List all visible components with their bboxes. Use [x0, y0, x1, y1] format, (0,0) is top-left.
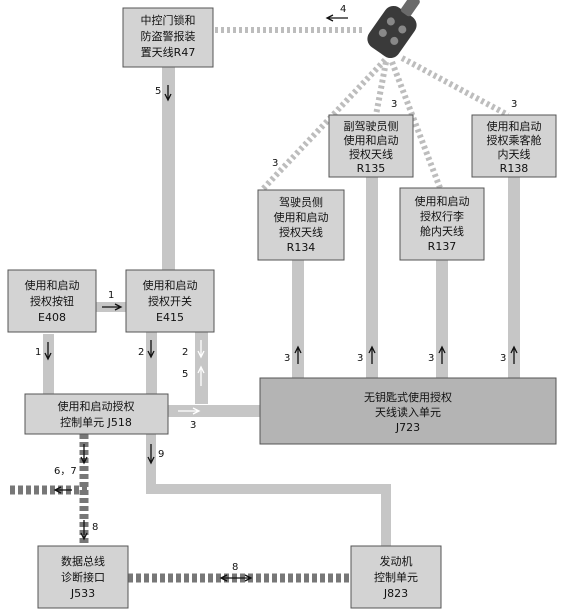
svg-text:授权乘客舱: 授权乘客舱	[487, 133, 542, 147]
svg-text:授权天线: 授权天线	[349, 147, 393, 161]
label-1-right: 1	[108, 290, 114, 301]
svg-text:中控门锁和: 中控门锁和	[141, 13, 196, 27]
svg-text:E408: E408	[38, 311, 66, 324]
box-diag-interface: 数据总线 诊断接口 J533	[37, 545, 129, 609]
svg-text:授权天线: 授权天线	[279, 225, 323, 239]
svg-text:控制单元 J518: 控制单元 J518	[60, 415, 132, 429]
svg-text:使用和启动授权: 使用和启动授权	[58, 399, 135, 413]
label-8-bus: 8	[232, 562, 238, 573]
label-3-r135: 3	[357, 353, 363, 364]
svg-text:诊断接口: 诊断接口	[61, 570, 105, 584]
label-8-down: 8	[92, 522, 98, 533]
svg-text:置天线R47: 置天线R47	[141, 45, 196, 59]
box-passenger-antenna: 副驾驶员侧 使用和启动 授权天线 R135	[328, 114, 414, 178]
svg-text:使用和启动: 使用和启动	[415, 195, 470, 208]
svg-text:授权开关: 授权开关	[148, 294, 192, 308]
svg-text:E415: E415	[156, 311, 184, 324]
svg-text:J823: J823	[383, 587, 408, 600]
svg-text:使用和启动: 使用和启动	[344, 134, 399, 147]
svg-text:R135: R135	[357, 162, 386, 175]
svg-text:数据总线: 数据总线	[61, 554, 105, 568]
svg-text:发动机: 发动机	[380, 554, 413, 568]
svg-text:J723: J723	[395, 421, 420, 434]
box-driver-antenna: 驾驶员侧 使用和启动 授权天线 R134	[257, 189, 345, 261]
svg-text:R134: R134	[287, 241, 316, 254]
svg-text:舱内天线: 舱内天线	[420, 224, 464, 238]
svg-text:无钥匙式使用授权: 无钥匙式使用授权	[364, 390, 452, 404]
svg-text:授权按钮: 授权按钮	[30, 294, 74, 308]
arrows	[44, 14, 518, 582]
svg-text:授权行李: 授权行李	[420, 209, 464, 223]
svg-text:使用和启动: 使用和启动	[274, 211, 329, 224]
box-engine-unit: 发动机 控制单元 J823	[350, 545, 442, 609]
label-9: 9	[158, 449, 164, 460]
label-3-control: 3	[190, 420, 196, 431]
svg-text:使用和启动: 使用和启动	[143, 279, 198, 292]
box-control-unit: 使用和启动授权 控制单元 J518	[24, 393, 169, 435]
box-keyless-reader: 无钥匙式使用授权 天线读入单元 J723	[259, 377, 557, 445]
svg-text:J533: J533	[70, 587, 95, 600]
box-auth-switch: 使用和启动 授权开关 E415	[125, 269, 215, 333]
label-3-r134: 3	[284, 353, 290, 364]
svg-text:使用和启动: 使用和启动	[487, 120, 542, 133]
box-central-lock: 中控门锁和 防盗警报装 置天线R47	[122, 7, 214, 68]
label-2-right: 2	[182, 347, 188, 358]
label-1-down: 1	[35, 347, 41, 358]
svg-text:驾驶员侧: 驾驶员侧	[279, 195, 323, 209]
label-5-top: 5	[155, 86, 161, 97]
label-2-left: 2	[138, 347, 144, 358]
label-3-r137: 3	[428, 353, 434, 364]
svg-text:控制单元: 控制单元	[374, 570, 418, 584]
wireless-links	[215, 27, 510, 193]
svg-text:内天线: 内天线	[498, 147, 531, 161]
svg-text:防盗警报装: 防盗警报装	[141, 29, 196, 43]
label-6-7: 6，7	[54, 466, 77, 477]
svg-text:使用和启动: 使用和启动	[25, 279, 80, 292]
svg-text:天线读入单元: 天线读入单元	[375, 405, 441, 419]
svg-text:R137: R137	[428, 240, 457, 253]
label-5-lower: 5	[182, 369, 188, 380]
car-key-fob-icon	[367, 0, 420, 59]
svg-text:R138: R138	[500, 162, 529, 175]
label-3-r138: 3	[500, 353, 506, 364]
label-4: 4	[340, 4, 346, 15]
svg-text:副驾驶员侧: 副驾驶员侧	[344, 119, 399, 133]
box-cabin-antenna: 使用和启动 授权乘客舱 内天线 R138	[471, 114, 557, 178]
label-3-cabin-link: 3	[511, 99, 517, 110]
label-3-passenger-link: 3	[391, 99, 397, 110]
step-labels: 4 5 1 1 2 2 5 3 3 3 3 3 3 3 3 6，7 8 8 9	[35, 4, 517, 573]
box-trunk-antenna: 使用和启动 授权行李 舱内天线 R137	[399, 187, 485, 261]
label-3-driver-link: 3	[272, 158, 278, 169]
box-auth-button: 使用和启动 授权按钮 E408	[7, 269, 97, 333]
